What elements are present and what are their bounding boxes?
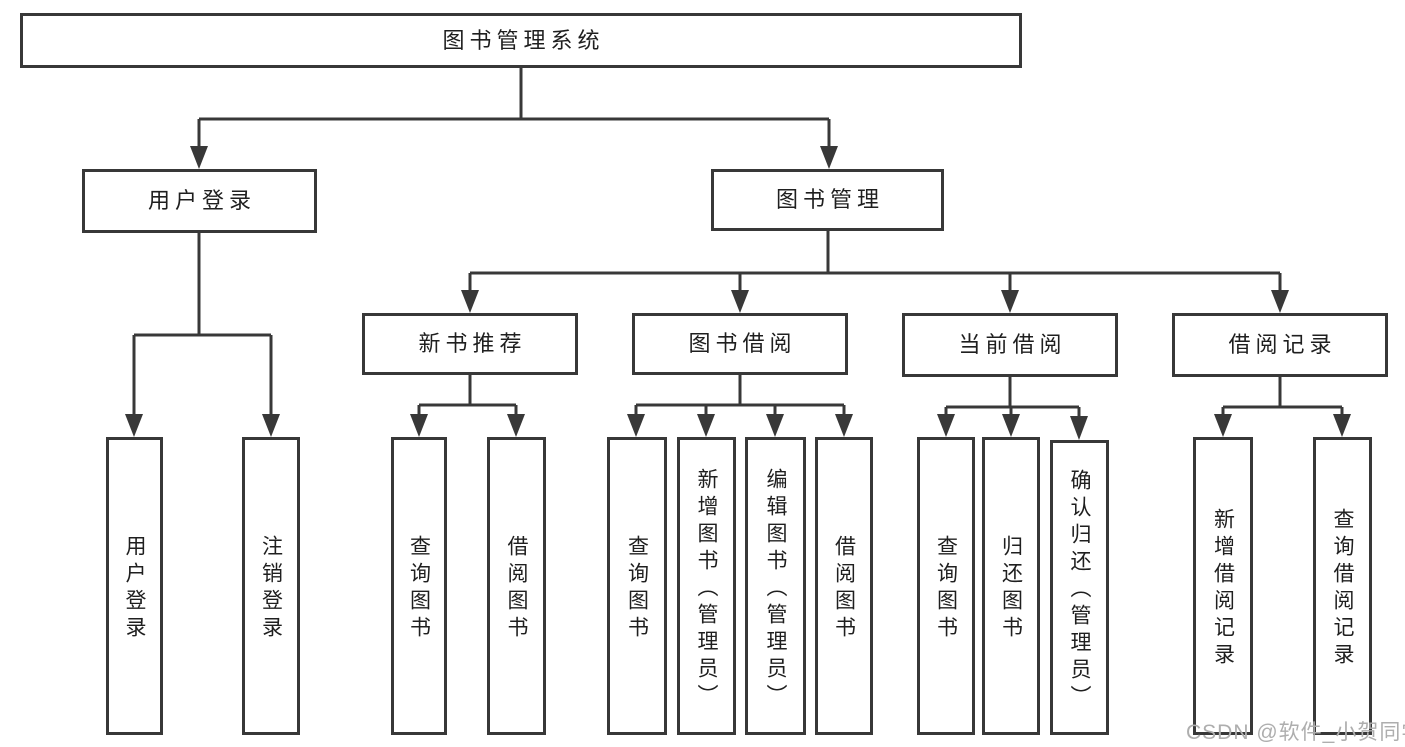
- leaf-query-book-current-label: 查询图书: [934, 535, 958, 643]
- leaf-query-book-recommend-label: 查询图书: [407, 535, 431, 643]
- node-book-borrowing-label: 图书借阅: [688, 331, 797, 356]
- node-user-login-label: 用户登录: [147, 188, 256, 213]
- leaf-edit-book-admin: 编辑图书（管理员）: [745, 437, 806, 735]
- leaf-borrow-book-recommend: 借阅图书: [487, 437, 546, 735]
- leaf-query-book-recommend: 查询图书: [391, 437, 447, 735]
- leaf-logout: 注销登录: [242, 437, 300, 735]
- csdn-watermark: CSDN @软件_小贺同学: [1186, 721, 1405, 744]
- leaf-query-borrow-record-label: 查询借阅记录: [1331, 508, 1354, 670]
- node-new-book-recommendation: 新书推荐: [362, 313, 578, 375]
- leaf-borrow-book-borrowing-label: 借阅图书: [832, 535, 856, 643]
- node-new-book-recommendation-label: 新书推荐: [418, 331, 527, 356]
- leaf-query-book-current: 查询图书: [917, 437, 975, 735]
- leaf-edit-book-admin-label: 编辑图书（管理员）: [764, 467, 787, 711]
- node-current-borrowing: 当前借阅: [902, 313, 1118, 377]
- node-user-login: 用户登录: [82, 169, 317, 233]
- leaf-query-book-borrowing: 查询图书: [607, 437, 667, 735]
- node-borrowing-records: 借阅记录: [1172, 313, 1388, 377]
- leaf-query-borrow-record: 查询借阅记录: [1313, 437, 1372, 735]
- leaf-user-login-label: 用户登录: [123, 535, 146, 643]
- node-book-borrowing: 图书借阅: [632, 313, 848, 375]
- node-library-management-system-label: 图书管理系统: [442, 27, 605, 53]
- leaf-user-login: 用户登录: [106, 437, 163, 735]
- leaf-return-book-label: 归还图书: [999, 535, 1023, 643]
- node-current-borrowing-label: 当前借阅: [958, 332, 1067, 357]
- leaf-query-book-borrowing-label: 查询图书: [625, 535, 649, 643]
- node-library-management-system: 图书管理系统: [20, 13, 1022, 68]
- leaf-borrow-book-recommend-label: 借阅图书: [505, 535, 528, 643]
- leaf-logout-label: 注销登录: [259, 535, 283, 643]
- node-book-management: 图书管理: [711, 169, 944, 231]
- leaf-confirm-return-admin-label: 确认归还（管理员）: [1068, 469, 1091, 712]
- leaf-confirm-return-admin: 确认归还（管理员）: [1050, 440, 1109, 735]
- leaf-add-borrow-record-label: 新增借阅记录: [1211, 508, 1235, 670]
- leaf-borrow-book-borrowing: 借阅图书: [815, 437, 873, 735]
- leaf-return-book: 归还图书: [982, 437, 1040, 735]
- leaf-add-book-admin: 新增图书（管理员）: [677, 437, 736, 735]
- leaf-add-book-admin-label: 新增图书（管理员）: [695, 467, 718, 711]
- node-book-management-label: 图书管理: [775, 187, 884, 212]
- node-borrowing-records-label: 借阅记录: [1228, 332, 1337, 357]
- leaf-add-borrow-record: 新增借阅记录: [1193, 437, 1253, 735]
